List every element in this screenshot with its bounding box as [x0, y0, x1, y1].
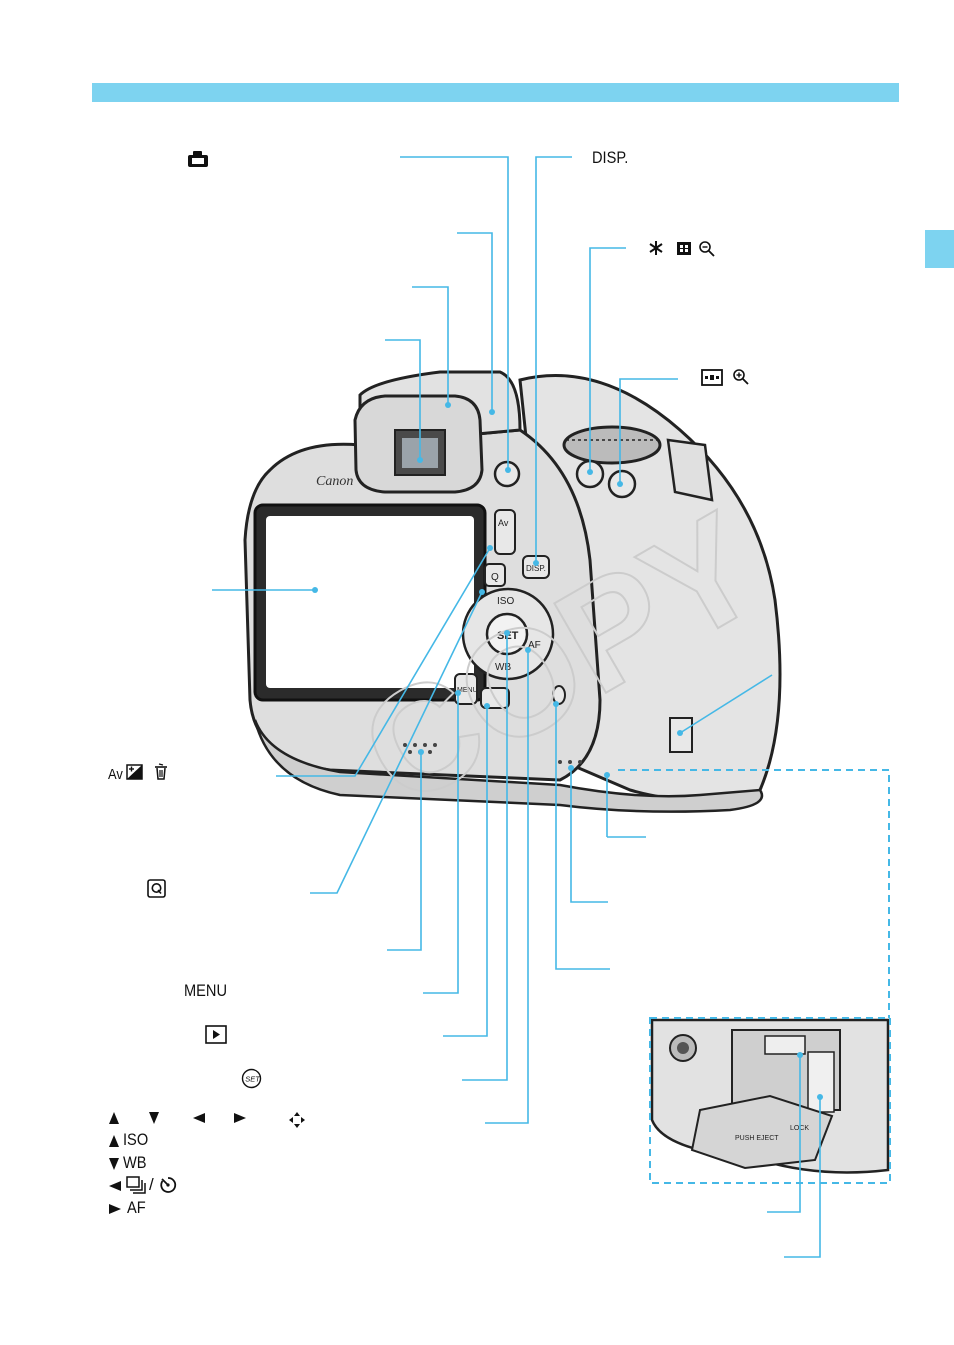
leader-diopter [457, 232, 493, 412]
liveview-button [493, 460, 521, 488]
leader-af-point [619, 378, 678, 484]
right-arrow-icon [234, 1113, 246, 1123]
down-arrow-icon [149, 1112, 159, 1124]
svg-text:SET: SET [245, 1075, 261, 1084]
btn-disp-text: DISP. [526, 564, 546, 573]
zoom-in-icon [733, 369, 749, 385]
trash-icon [155, 763, 167, 780]
leader-playback [443, 706, 488, 1037]
brand-logo: Canon [316, 474, 353, 489]
section-tab [925, 230, 954, 268]
open-cover [690, 1094, 834, 1170]
leader-cross [485, 650, 529, 1124]
right-arrow-icon [109, 1204, 121, 1214]
btn-menu-text: MENU [457, 687, 478, 694]
drive-separator: / [149, 1175, 154, 1194]
btn-af-text: AF [528, 640, 541, 651]
strap-mount [666, 438, 714, 502]
leader-av [276, 547, 491, 777]
iso-label: ISO [123, 1130, 149, 1149]
av-button [494, 509, 516, 555]
svg-text:PUSH EJECT: PUSH EJECT [735, 1135, 779, 1142]
leader-speaker [387, 752, 422, 951]
up-arrow-icon [109, 1135, 119, 1147]
btn-wb-text: WB [495, 662, 511, 673]
lcd-screen [266, 516, 474, 688]
asterisk-icon [649, 241, 663, 255]
leader-card-slot [767, 1055, 801, 1213]
af-label: AF [127, 1198, 146, 1217]
inset-frame [649, 1017, 891, 1184]
leader-menu [423, 693, 459, 994]
btn-av-text: Av [498, 518, 509, 528]
set-circle-icon: SET [241, 1068, 261, 1089]
left-arrow-icon [109, 1181, 121, 1191]
camera-icon [188, 151, 208, 167]
leader-battery [784, 1097, 821, 1258]
menu-button [454, 673, 478, 705]
exposure-comp-icon [126, 764, 143, 780]
leader-eyecup [412, 286, 449, 405]
inset-callout-line [618, 769, 890, 1018]
playback-button [480, 687, 510, 709]
cross-keys-icon [289, 1112, 305, 1128]
down-arrow-icon [109, 1158, 119, 1170]
wb-label: WB [123, 1153, 147, 1172]
index-display-icon [677, 242, 691, 255]
header-bar [92, 83, 899, 102]
leader-ae-lock [589, 247, 626, 472]
zoom-out-icon [699, 241, 715, 257]
btn-iso-text: ISO [497, 596, 514, 607]
btn-set-text: SET [497, 630, 519, 642]
battery-slot [807, 1051, 835, 1113]
menu-label: MENU [184, 981, 228, 1000]
left-arrow-icon [193, 1113, 205, 1123]
leader-viewfinder [385, 339, 421, 460]
leader-set [462, 633, 508, 1081]
btn-q-text: Q [491, 572, 499, 583]
af-point-icon [701, 369, 723, 386]
leader-dc-cover [679, 674, 773, 734]
camera-bottom [253, 719, 764, 813]
drive-mode-icon [126, 1176, 146, 1194]
leader-bottom-hole [570, 768, 608, 903]
up-arrow-icon [109, 1112, 119, 1124]
disp-label: DISP. [592, 148, 629, 167]
leader-disp [535, 156, 572, 563]
leader-q [310, 591, 483, 894]
av-label: Av [108, 766, 123, 783]
mode-dial [562, 425, 662, 465]
leader-access-lamp [555, 704, 610, 970]
leader-liveview [400, 156, 509, 470]
q-box-icon [147, 879, 166, 898]
q-button [484, 563, 506, 587]
self-timer-icon [160, 1177, 177, 1193]
play-box-icon [205, 1025, 227, 1044]
